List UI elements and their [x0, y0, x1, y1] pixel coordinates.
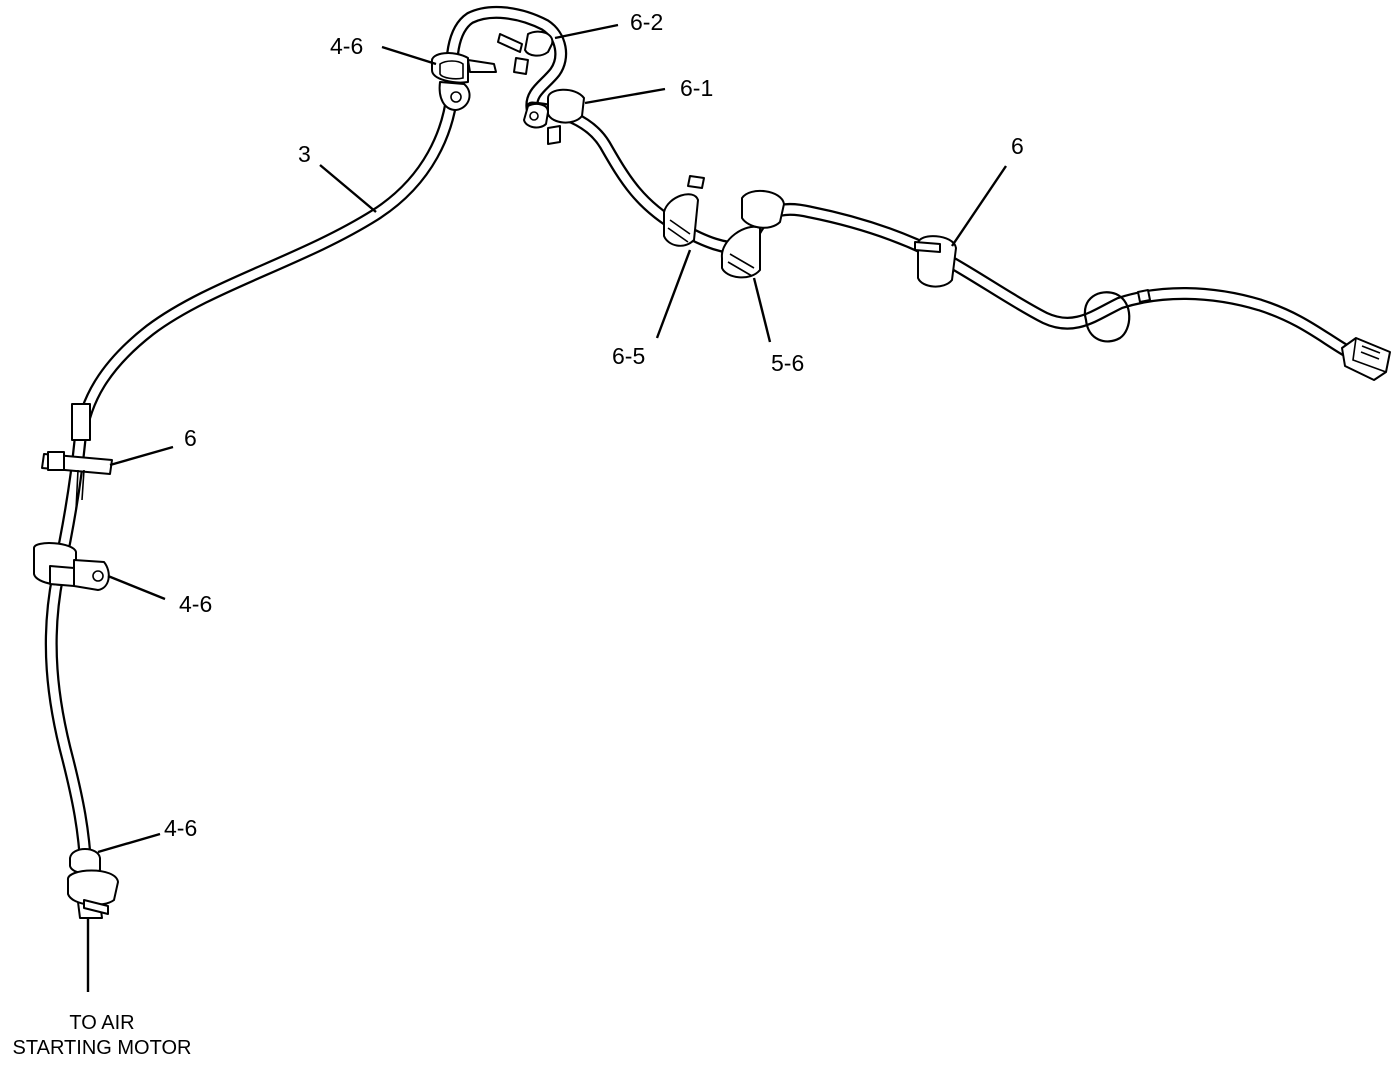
strap-right-6	[914, 235, 957, 288]
leader-clip-left-mid	[107, 574, 166, 601]
clip-left-mid-4-6	[33, 542, 110, 591]
callout-labels: 4-6 6-2 6-1 3 6 6-5 5-6 6 4-6 4-6	[164, 9, 1024, 841]
note-line-2: STARTING MOTOR	[13, 1037, 192, 1059]
leader-hose-3	[319, 164, 377, 213]
clip-bottom-4-6	[67, 848, 119, 915]
note-line-1: TO AIR	[69, 1012, 134, 1034]
hose-right-branch-outline	[525, 101, 1352, 357]
hose-assembly	[44, 5, 1391, 919]
note-air-starting-motor: TO AIR STARTING MOTOR	[13, 1012, 192, 1059]
hose-loop-tie	[1083, 289, 1151, 343]
hose-left-branch	[46, 90, 457, 875]
leader-6-1	[584, 87, 666, 105]
leader-lines	[86, 23, 1007, 992]
callout-5-6: 5-6	[771, 350, 804, 376]
callout-clip-left-mid: 4-6	[179, 591, 212, 617]
clip-6-2	[497, 30, 554, 75]
callout-6-5: 6-5	[612, 343, 645, 369]
clip-6-5	[663, 175, 705, 247]
hose-top-loop	[447, 8, 565, 113]
leader-6-2	[554, 23, 619, 40]
callout-clip-bottom: 4-6	[164, 815, 197, 841]
clip-5-6	[720, 189, 785, 279]
callout-hose-3: 3	[298, 141, 311, 167]
leader-6-5	[655, 249, 692, 339]
leader-clip-bottom	[97, 832, 161, 854]
callout-6-1: 6-1	[680, 75, 713, 101]
clip-top-4-6	[431, 52, 497, 111]
hose-left-branch-outline	[44, 88, 459, 877]
callout-clip-top: 4-6	[330, 33, 363, 59]
hose-end-connector	[1341, 337, 1391, 381]
leader-5-6	[752, 277, 772, 343]
strap-left-6	[41, 403, 113, 511]
hose-right-branch	[527, 103, 1350, 355]
leader-clip-top	[381, 45, 437, 66]
callout-strap-right: 6	[1011, 133, 1024, 159]
clip-6-1	[523, 88, 585, 145]
leader-strap-right	[951, 165, 1007, 247]
callout-strap-left: 6	[184, 425, 197, 451]
leader-strap-left	[109, 445, 174, 467]
callout-6-2: 6-2	[630, 9, 663, 35]
